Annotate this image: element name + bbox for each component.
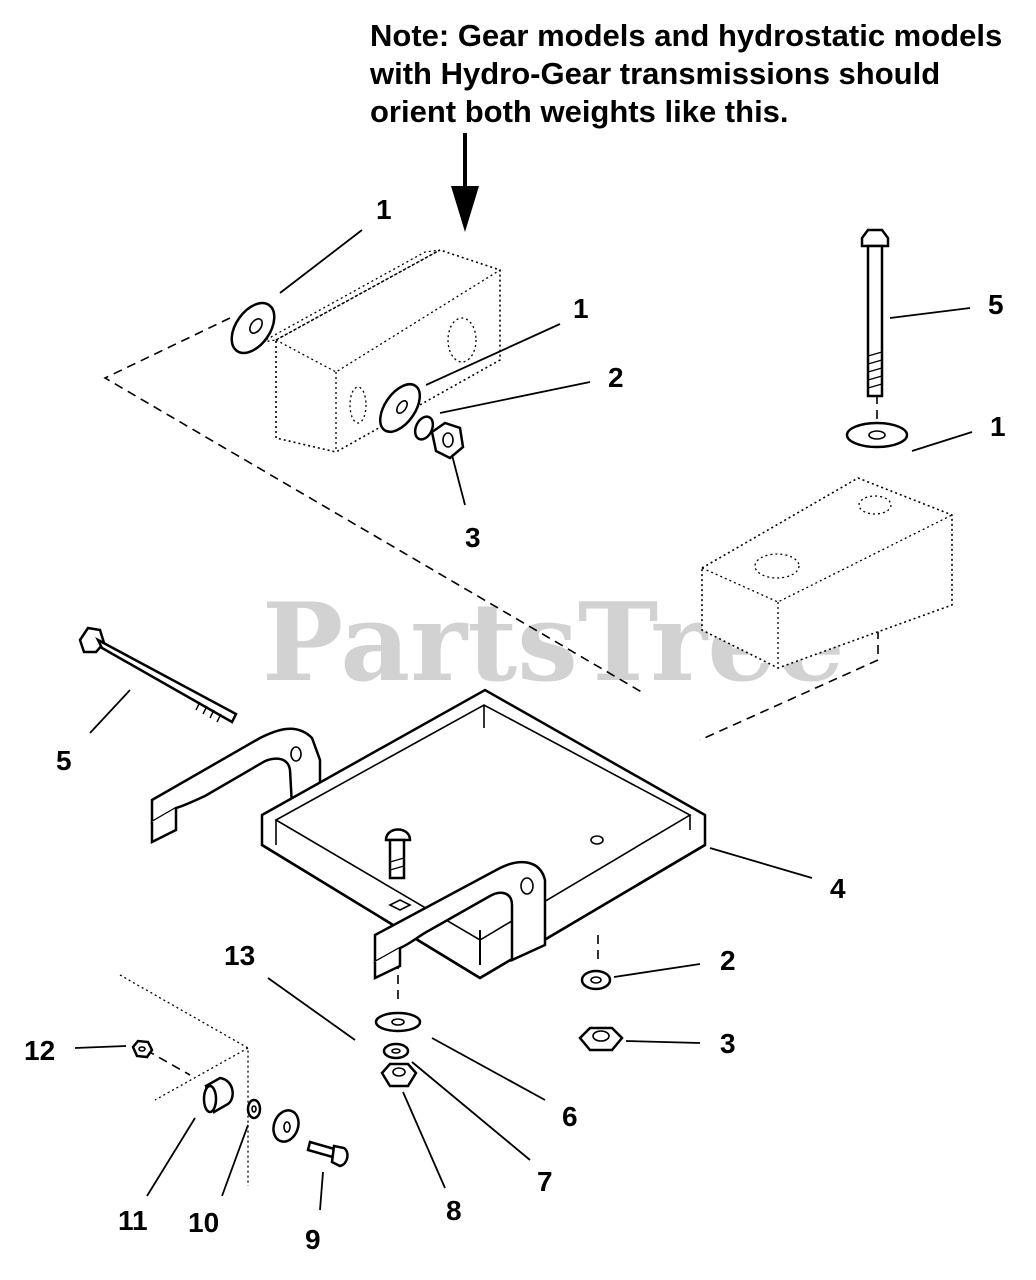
leader-lines [74, 229, 973, 1211]
note-line-2: with Hydro-Gear transmissions should [370, 56, 941, 91]
callout-5-right: 5 [988, 289, 1004, 320]
bracket-lower-hardware [578, 969, 624, 1052]
right-weight-assembly [701, 421, 953, 669]
callout-3-upper: 3 [465, 522, 481, 553]
note-arrow [451, 133, 479, 232]
callout-6: 6 [562, 1101, 578, 1132]
note-line-1: Note: Gear models and hydrostatic models [370, 18, 1003, 53]
weight-tray [260, 688, 707, 980]
callout-9: 9 [305, 1224, 321, 1255]
callout-3-lower: 3 [720, 1028, 736, 1059]
callout-1-upper-left: 1 [376, 194, 392, 225]
callout-8: 8 [446, 1195, 462, 1226]
callout-13: 13 [224, 940, 255, 971]
small-hardware [131, 1039, 349, 1168]
callout-2-lower: 2 [720, 945, 736, 976]
left-long-bolt [78, 626, 238, 724]
note-line-3: orient both weights like this. [370, 94, 789, 129]
upper-weight-hardware [230, 301, 465, 460]
callout-7: 7 [537, 1166, 553, 1197]
callout-2-upper: 2 [608, 362, 624, 393]
callout-5-left: 5 [56, 745, 72, 776]
callout-10: 10 [188, 1207, 219, 1238]
carriage-bolt [384, 828, 412, 911]
bracket-front-arm [373, 860, 547, 980]
callout-1-right: 1 [990, 411, 1006, 442]
callout-1-upper-right: 1 [573, 293, 589, 324]
washer-stack [374, 1011, 422, 1088]
callout-labels: 1 1 2 3 5 1 5 4 2 3 13 6 7 8 12 11 10 9 [24, 194, 1006, 1255]
upper-weight-block [261, 249, 501, 453]
callout-4: 4 [830, 873, 846, 904]
upper-right-bolt [860, 228, 890, 398]
mounting-panel [119, 974, 249, 1186]
callout-11: 11 [118, 1205, 148, 1236]
bracket-left-arm [150, 727, 322, 845]
callout-12: 12 [24, 1035, 55, 1066]
